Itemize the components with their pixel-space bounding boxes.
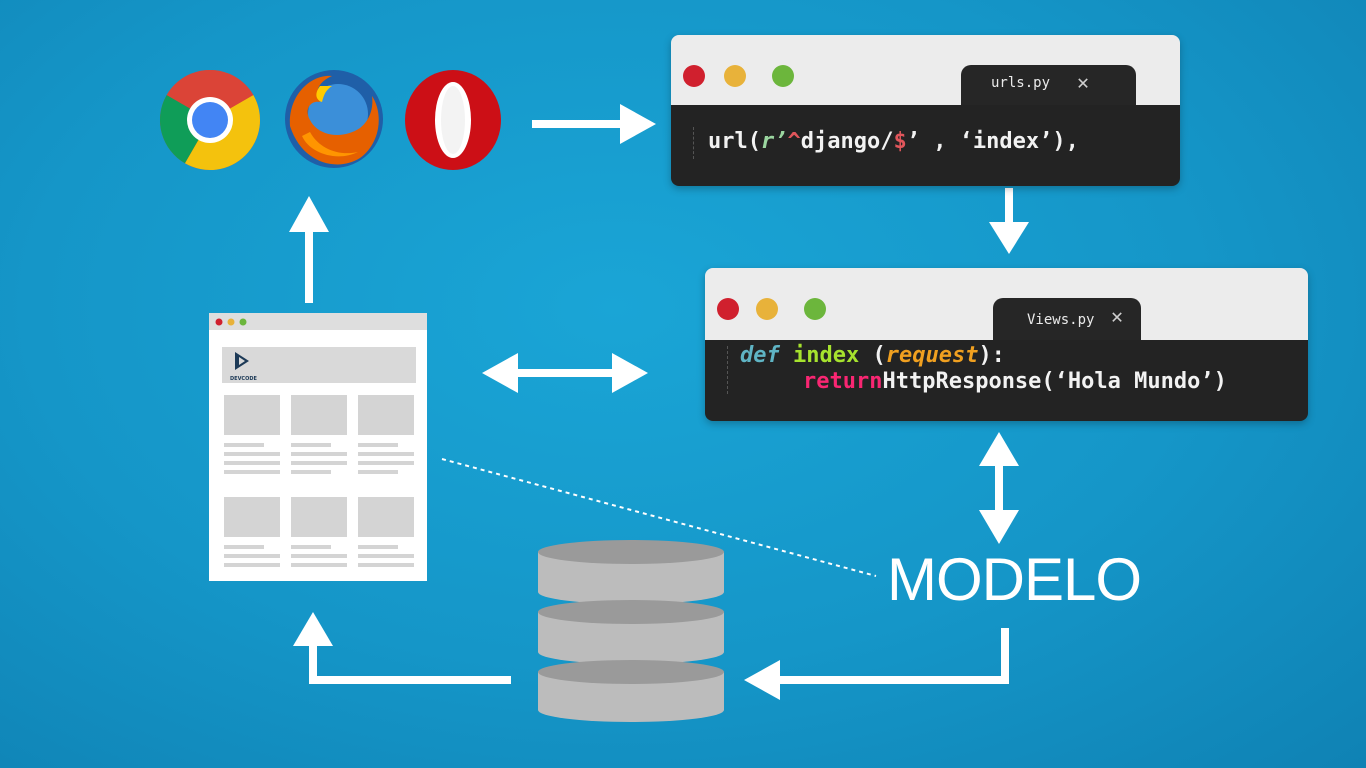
arrow-head-down [979, 510, 1019, 544]
webpage-logo-text: DEVCODE [230, 376, 258, 382]
arrow-db-to-webpage [309, 676, 511, 684]
arrow-head-right [612, 353, 648, 393]
maximize-dot[interactable] [804, 298, 826, 320]
code-token: ^ [787, 129, 801, 154]
modelo-label: MODELO [887, 546, 1142, 613]
code-token: return [803, 369, 883, 394]
chrome-icon [160, 70, 260, 170]
code-token: url( [708, 129, 761, 154]
arrow-db-to-webpage-vertical [309, 642, 317, 684]
maximize-dot[interactable] [772, 65, 794, 87]
close-icon[interactable]: ✕ [1077, 70, 1090, 94]
arrow-modelo-to-db [1001, 628, 1009, 684]
editor-titlebar: urls.py ✕ [671, 35, 1180, 105]
code-line-2: returnHttpResponse(‘Hola Mundo’) [803, 369, 1227, 394]
close-dot[interactable] [717, 298, 739, 320]
code-token: def [740, 343, 780, 368]
code-token: ): [978, 343, 1005, 368]
arrow-webpage-to-browsers [305, 228, 313, 303]
arrow-head-up [293, 612, 333, 646]
arrow-head-up [979, 432, 1019, 466]
dashed-connector [441, 458, 877, 577]
code-token: r’ [760, 129, 788, 154]
code-token: $ [893, 129, 907, 154]
database-icon [538, 540, 724, 722]
opera-icon [405, 70, 501, 170]
minimize-dot[interactable] [756, 298, 778, 320]
views-editor-window: Views.py ✕ def index (request): returnHt… [705, 268, 1308, 421]
code-area: url(r’^django/$’ , ‘index’), [671, 105, 1180, 186]
arrow-head-right [620, 104, 656, 144]
arrow-browsers-to-urls [532, 120, 624, 128]
arrow-head-left [744, 660, 780, 700]
minimize-dot[interactable] [724, 65, 746, 87]
webpage-logo: DEVCODE [230, 352, 258, 382]
code-token: django/ [800, 129, 894, 154]
code-line-1: def index (request): [740, 343, 1005, 368]
arrow-views-modelo [995, 458, 1003, 514]
webpage-mockup: DEVCODE [209, 313, 427, 581]
arrow-modelo-to-db-horizontal [778, 676, 1009, 684]
code-token: index [779, 343, 873, 368]
arrow-head-left [482, 353, 518, 393]
code-line-1: url(r’^django/$’ , ‘index’), [708, 129, 1079, 154]
arrow-urls-to-views [1005, 188, 1013, 226]
tab-views-py[interactable]: Views.py ✕ [993, 298, 1141, 340]
code-token: HttpResponse(‘Hola Mundo’) [882, 369, 1227, 394]
close-icon[interactable]: ✕ [1111, 304, 1124, 328]
code-area: def index (request): returnHttpResponse(… [705, 340, 1308, 421]
tab-label: Views.py [1027, 312, 1095, 328]
arrow-head-up [289, 196, 329, 232]
code-token: ( [872, 343, 886, 368]
urls-editor-window: urls.py ✕ url(r’^django/$’ , ‘index’), [671, 35, 1180, 186]
code-token: request [885, 343, 979, 368]
tab-urls-py[interactable]: urls.py ✕ [961, 65, 1136, 105]
firefox-icon [285, 70, 383, 168]
code-token: ’ , ‘index’), [906, 129, 1079, 154]
arrow-webpage-views [512, 369, 620, 377]
arrow-head-down [989, 222, 1029, 254]
close-dot[interactable] [683, 65, 705, 87]
editor-titlebar: Views.py ✕ [705, 268, 1308, 340]
tab-label: urls.py [991, 75, 1051, 91]
